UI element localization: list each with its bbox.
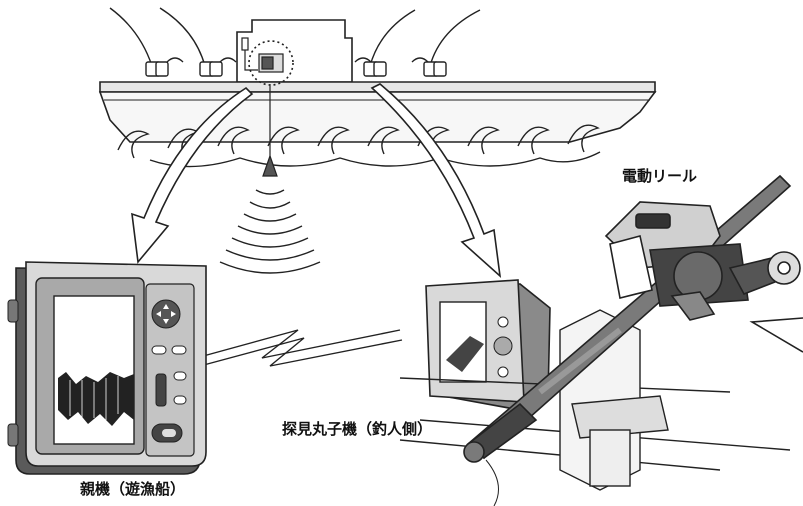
rod-line (485, 459, 499, 506)
electric-reel (604, 201, 801, 321)
cabin-unit (241, 37, 294, 86)
sonar-transducer (262, 84, 278, 177)
master-display (7, 261, 207, 475)
master-unit-label: 親機（遊漁船） (80, 480, 186, 498)
signal-arrow-right (370, 83, 502, 279)
slave-unit (425, 279, 551, 411)
electric-reel-label: 電動リール (622, 167, 698, 185)
sonar-waves (219, 189, 321, 274)
dpad-button (151, 299, 181, 329)
signal-arrow-left (131, 86, 254, 264)
sea-waves (117, 124, 601, 168)
pointer-wedge (749, 317, 803, 353)
boat-hull (98, 19, 657, 143)
deck-rods (109, 7, 481, 77)
wireless-signal (195, 329, 403, 367)
slave-unit-label: 探見丸子機（釣人側） (282, 420, 433, 438)
